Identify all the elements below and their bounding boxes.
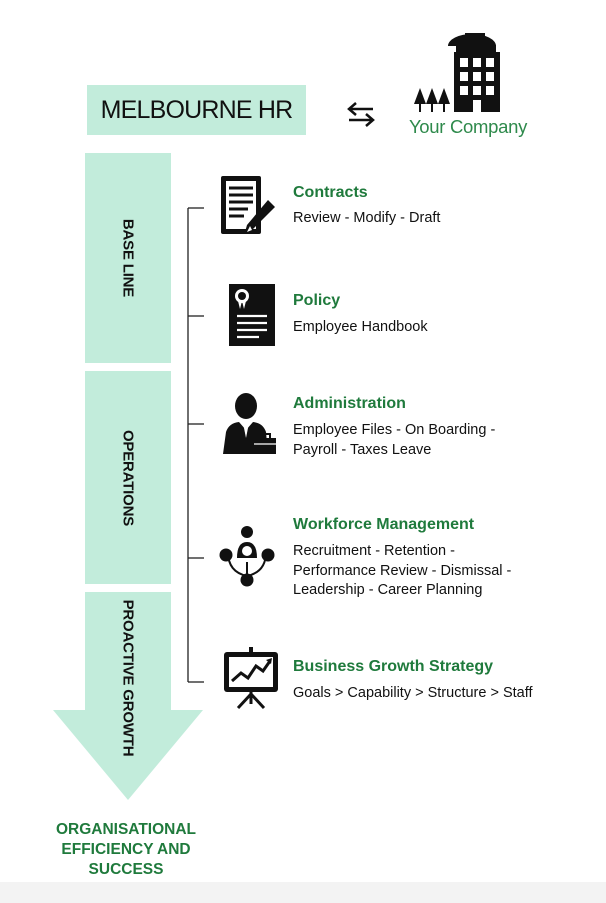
team-network-icon	[219, 526, 275, 587]
building-with-trees-icon	[414, 33, 500, 112]
service-desc-line: Recruitment - Retention -	[293, 543, 455, 559]
service-desc-line: Payroll - Taxes Leave	[293, 441, 432, 458]
service-title: Workforce Management	[293, 516, 475, 533]
growth-chart-board-icon	[224, 647, 278, 710]
stage-label: BASE LINE	[119, 218, 137, 298]
service-desc-line: Goals > Capability > Structure > Staff	[293, 685, 533, 701]
service-desc-line: Performance Review - Dismissal -	[293, 562, 512, 579]
footer-band	[0, 882, 606, 903]
outcome-line: SUCCESS	[88, 861, 164, 878]
outcome-line: ORGANISATIONAL	[55, 821, 197, 838]
service-title: Business Growth Strategy	[293, 658, 494, 675]
growth-arrow	[53, 592, 203, 800]
service-desc-line: Employee Handbook	[293, 319, 428, 335]
brand-box: MELBOURNE HR	[87, 85, 306, 135]
stage-operations: OPERATIONS	[85, 371, 171, 584]
service-description: Review - Modify - Draft	[293, 209, 440, 229]
service-desc-line: Leadership - Career Planning	[293, 582, 483, 598]
stage-label: OPERATIONS	[119, 429, 137, 526]
service-title: Policy	[293, 292, 341, 309]
bracket-connector	[187, 207, 204, 683]
service-desc-line: Employee Files - On Boarding -	[293, 422, 496, 438]
outcome-text: ORGANISATIONAL EFFICIENCY AND SUCCESS	[40, 820, 212, 880]
person-at-desk-icon	[223, 393, 276, 454]
brand-name: MELBOURNE HR	[100, 95, 294, 124]
document-pen-icon	[221, 176, 275, 234]
service-title: Contracts	[293, 184, 368, 201]
service-description: Goals > Capability > Structure > Staff	[293, 684, 533, 704]
service-desc-line: Review - Modify - Draft	[293, 210, 441, 226]
stage-proactive-growth: PROACTIVE GROWTH	[78, 592, 178, 792]
exchange-arrows-icon	[347, 102, 375, 127]
stage-label: PROACTIVE GROWTH	[119, 599, 137, 757]
service-title: Administration	[293, 395, 406, 412]
service-description: Recruitment - Retention - Performance Re…	[293, 542, 511, 601]
company-label: Your Company	[408, 116, 528, 137]
certificate-document-icon	[229, 284, 275, 346]
outcome-line: EFFICIENCY AND	[61, 841, 191, 858]
service-description: Employee Handbook	[293, 318, 428, 338]
stage-base-line: BASE LINE	[85, 153, 171, 363]
service-description: Employee Files - On Boarding - Payroll -…	[293, 421, 495, 460]
